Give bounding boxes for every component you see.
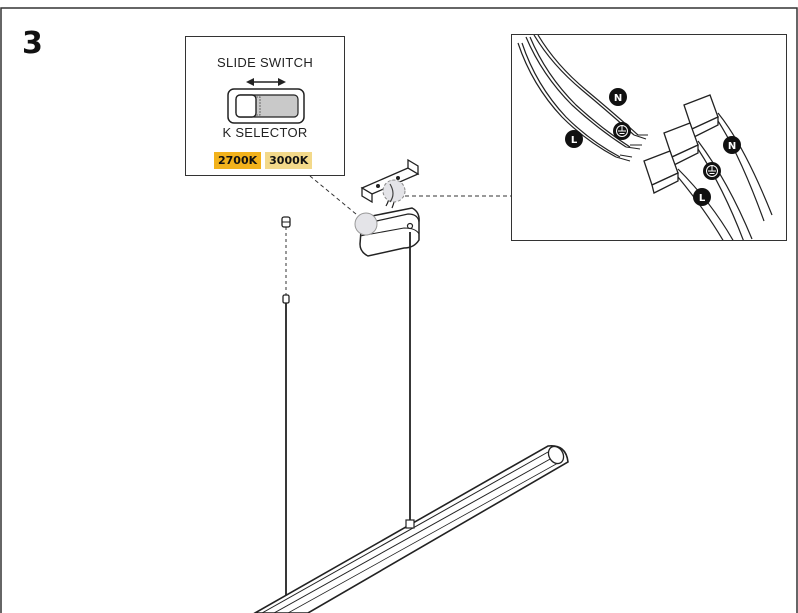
svg-text:L: L <box>699 193 706 204</box>
color-temperature-options: 2700K 3000K <box>214 152 313 169</box>
detail-callouts <box>309 175 511 236</box>
option-2700k: 2700K <box>214 152 262 169</box>
wiring-detail-drawing: N L N L <box>517 35 773 240</box>
slide-switch-icon <box>227 78 305 124</box>
stripped-wire-ends <box>615 134 648 162</box>
slide-switch-title: SLIDE SWITCH <box>216 55 314 70</box>
wiring-detail-inset: N L N L <box>511 34 787 241</box>
wire-label-l-fixture: L <box>565 130 583 148</box>
wire-label-n-fixture: N <box>609 88 627 106</box>
step-number: 3 <box>22 26 43 61</box>
svg-text:N: N <box>614 93 622 104</box>
wire-label-l-supply: L <box>693 188 711 206</box>
svg-text:N: N <box>728 141 736 152</box>
wire-connectors <box>643 94 719 194</box>
option-3000k: 3000K <box>265 152 313 169</box>
k-selector-label: K SELECTOR <box>222 125 308 140</box>
double-arrow-icon <box>246 78 286 86</box>
supply-wires <box>677 112 773 240</box>
left-suspension-cable <box>281 216 291 613</box>
linear-pendant-body <box>253 445 569 613</box>
slide-switch-inset: SLIDE SWITCH K SELECTOR 2700K 3000K <box>185 36 345 176</box>
outer-border <box>0 7 798 613</box>
svg-text:L: L <box>571 135 578 146</box>
wire-label-n-supply: N <box>723 136 741 154</box>
earth-ground-icon <box>613 122 631 140</box>
earth-ground-icon <box>703 162 721 180</box>
